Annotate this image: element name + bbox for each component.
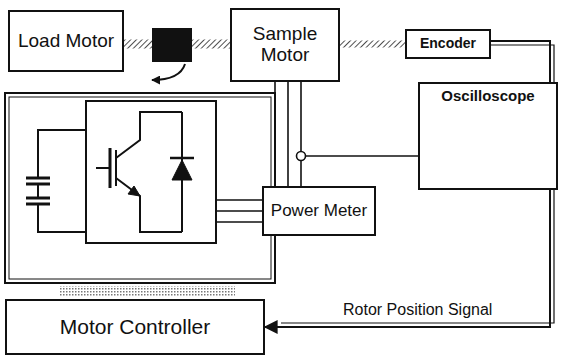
phase-wire <box>287 82 289 186</box>
mounting-shade <box>60 286 235 297</box>
node-label: Power Meter <box>271 202 367 221</box>
node-label: Encoder <box>420 36 476 51</box>
load-motor-box: Load Motor <box>8 10 124 72</box>
shaft <box>340 41 405 48</box>
controller-box: Motor Controller <box>5 299 265 355</box>
rotation-arrow <box>152 64 185 80</box>
node-label: Sample Motor <box>238 24 332 66</box>
shaft-coupling <box>152 28 192 62</box>
node-label: Load Motor <box>18 31 114 52</box>
signal-label: Rotor Position Signal <box>340 301 495 319</box>
sample-motor-box: Sample Motor <box>230 8 340 82</box>
current-probe <box>297 152 306 161</box>
node-label: Oscilloscope <box>441 88 534 105</box>
node-label: Motor Controller <box>60 315 211 338</box>
probe-lead <box>306 155 419 157</box>
inverter <box>5 93 275 283</box>
power-meter-box: Power Meter <box>262 186 376 236</box>
oscilloscope-box: Oscilloscope <box>418 82 558 190</box>
encoder-box: Encoder <box>405 29 491 59</box>
